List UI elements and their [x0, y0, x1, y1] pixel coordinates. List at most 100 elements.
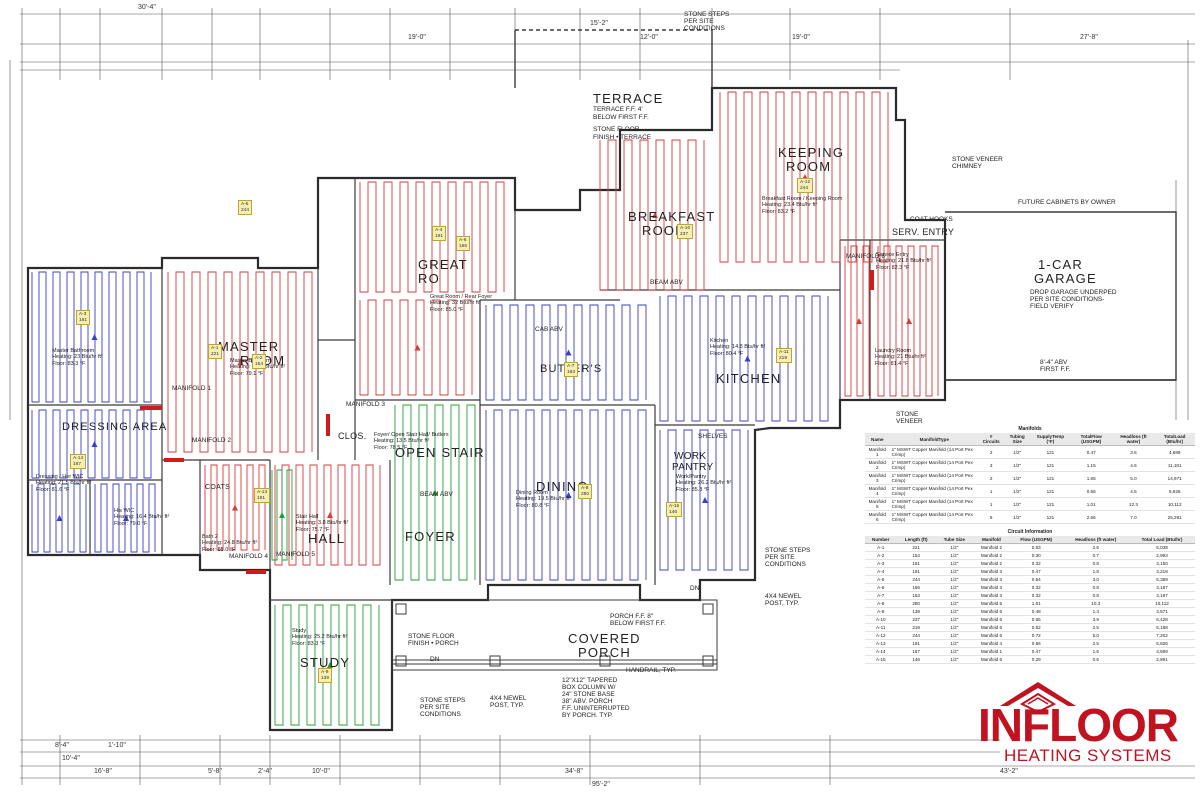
- note-stone-veneer-chimney: STONE VENEER: [952, 156, 1003, 163]
- manifolds-cell: 12.3: [1112, 497, 1155, 511]
- circuits-cell: 191: [896, 567, 936, 576]
- circuits-cell: 0.52: [1009, 623, 1063, 632]
- dimension-top: 15'-2": [590, 20, 608, 27]
- circuits-cell: Manifold 6: [972, 655, 1010, 664]
- note-veneer: VENEER: [896, 418, 923, 425]
- manifolds-cell: Manifold 3: [865, 471, 890, 485]
- room-label-hall: HALL: [308, 531, 346, 546]
- manifolds-cell: 1/2": [1003, 445, 1032, 459]
- circuits-cell: 3,197: [1129, 591, 1195, 600]
- circuits-cell: 221: [896, 543, 936, 552]
- note-tapered-column: F.F. UNINTERRUPTED: [562, 705, 630, 712]
- note-newel: 4x4 NEWEL: [490, 695, 527, 702]
- circuits-cell: 1.4: [1062, 607, 1129, 616]
- manifold-tag-6: Manifold 6: [846, 253, 886, 260]
- circuits-cell: 0.8: [1062, 591, 1129, 600]
- covered-porch-outline: [391, 599, 718, 671]
- circuits-cell: 191: [896, 639, 936, 648]
- heating-loop-tube: [599, 139, 705, 291]
- manifolds-cell: 4.5: [1112, 484, 1155, 498]
- manifolds-cell: 121: [1031, 484, 1070, 498]
- manifolds-cell: 0.47: [1069, 445, 1113, 459]
- manifolds-cell: 3: [978, 458, 1004, 472]
- flow-arrow-icon: [237, 359, 244, 365]
- terrace-note: FINISH • TERRACE: [593, 134, 652, 141]
- room-label-coats: COATS: [205, 484, 231, 491]
- circuits-cell: Manifold 6: [972, 615, 1010, 624]
- circuits-cell: 5,389: [1129, 575, 1195, 584]
- manifold-tag-4: Manifold 4: [229, 553, 269, 560]
- flow-arrow-icon: [414, 344, 421, 351]
- manifolds-cell: 11,181: [1154, 458, 1195, 472]
- circuits-cell: 0.53: [1009, 543, 1063, 552]
- circuits-cell: 0.29: [1009, 655, 1063, 664]
- circuits-cell: Manifold 6: [972, 607, 1010, 616]
- flow-arrow-icon: [91, 334, 98, 340]
- room-label-work: WORK: [674, 451, 707, 462]
- circuits-cell: 10.3: [1062, 599, 1129, 608]
- note-tapered-column: 12"x12" TAPERED: [562, 677, 618, 684]
- manifolds-header: TotalLoad (Btu/hr): [1154, 433, 1195, 446]
- heating-loop-tube: [31, 483, 87, 553]
- circuits-cell: 237: [896, 615, 936, 624]
- flow-arrow-icon: [432, 489, 438, 496]
- circuits-cell: A-2: [865, 551, 897, 560]
- note-stone-veneer: STONE: [896, 411, 919, 418]
- circuits-cell: 0.54: [1009, 575, 1063, 584]
- infloor-logo: INFLOOR HEATING SYSTEMS: [978, 680, 1179, 780]
- circuits-cell: 166: [896, 583, 936, 592]
- room-label-foyer: FOYER: [405, 529, 456, 544]
- note-newel-right: POST, TYP.: [765, 600, 800, 607]
- manifolds-cell: 121: [1031, 510, 1070, 524]
- heating-loop-tube: [485, 409, 647, 581]
- circuits-cell: 0.30: [1009, 551, 1063, 560]
- circuits-cell: 1/2": [935, 543, 973, 552]
- manifolds-cell: 3.6: [1112, 445, 1155, 459]
- manifold-tag-1: Manifold 1: [172, 385, 212, 392]
- flow-arrow-icon: [565, 349, 572, 356]
- dimension-bottom: 10'-4": [62, 755, 80, 762]
- manifolds-header: Tubing Size: [1003, 433, 1032, 446]
- note-stone-steps-bottom: PER SITE: [420, 704, 450, 711]
- note-beam-abv: BEAM ABV: [650, 279, 683, 286]
- circuits-cell: 0.7: [1062, 551, 1129, 560]
- note-below-first: BELOW FIRST F.F.: [610, 620, 666, 627]
- circuits-cell: A-12: [865, 631, 897, 640]
- circuits-cell: 1/2": [935, 575, 973, 584]
- terrace-note: TERRACE F.F. 4': [593, 106, 643, 113]
- dimension-bottom: 1'-10": [108, 742, 126, 749]
- circuits-cell: 0.48: [1009, 607, 1063, 616]
- circuits-cell: Manifold 5: [972, 599, 1010, 608]
- heating-loop-tube: [659, 295, 829, 422]
- note-tapered-column: 24" STONE BASE: [562, 691, 615, 698]
- circuits-cell: 1.6: [1062, 647, 1129, 656]
- manifolds-cell: 1/2": [1003, 497, 1032, 511]
- circuits-cell: 139: [896, 607, 936, 616]
- circuits-cell: 244: [896, 631, 936, 640]
- circuits-cell: Manifold 2: [972, 559, 1010, 568]
- room-label-great-2: RO: [418, 271, 440, 286]
- manifolds-cell: 1/2": [1003, 484, 1032, 498]
- circuits-cell: 0.47: [1009, 647, 1063, 656]
- room-label-breakfast: BREAKFAST: [628, 209, 716, 224]
- manifolds-header: Name: [865, 433, 890, 446]
- circuits-cell: A-9: [865, 607, 897, 616]
- circuits-cell: Manifold 4: [972, 639, 1010, 648]
- note-future-cabinets: FUTURE CABINETS BY OWNER: [1018, 199, 1116, 206]
